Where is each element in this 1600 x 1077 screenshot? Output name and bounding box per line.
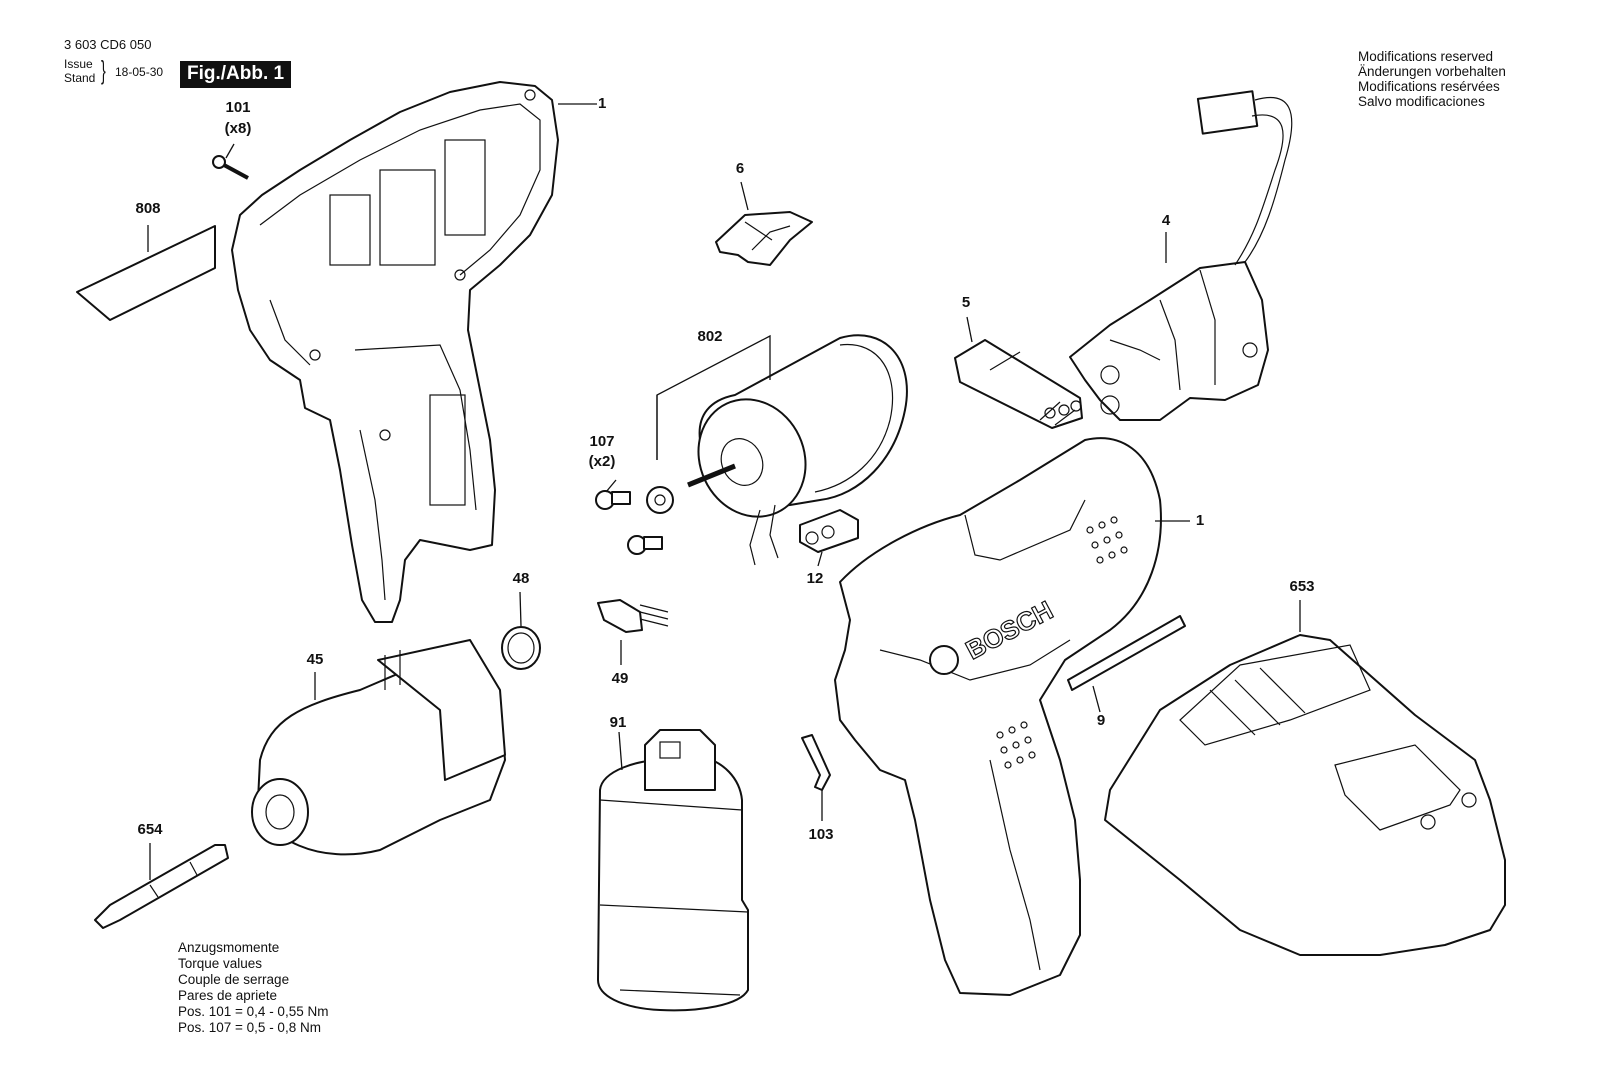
motor-part — [687, 334, 908, 566]
callout-49: 49 — [611, 670, 629, 687]
part-number: 3 603 CD6 050 — [64, 37, 152, 52]
modifications-line: Änderungen vorbehalten — [1358, 64, 1506, 79]
gearbox-part — [251, 639, 506, 856]
battery-pack — [597, 729, 749, 1012]
brace-glyph: } — [101, 55, 106, 85]
torque-line: Anzugsmomente — [178, 940, 280, 955]
callout-91: 91 — [609, 714, 627, 731]
callout-12: 12 — [806, 570, 824, 587]
pinion-gear — [646, 486, 674, 514]
bushing-part — [799, 509, 859, 553]
modifications-line: Salvo modificaciones — [1358, 94, 1485, 109]
slider-part — [954, 339, 1083, 429]
torque-line: Pos. 107 = 0,5 - 0,8 Nm — [178, 1020, 321, 1035]
torque-line: Couple de serrage — [178, 972, 290, 987]
stand-label: Stand — [64, 71, 96, 85]
callout-1-left-housing: 1 — [598, 95, 607, 112]
issue-date: 18-05-30 — [115, 65, 164, 79]
issue-label: Issue — [64, 57, 93, 71]
callout-4: 4 — [1161, 212, 1171, 229]
clip-part — [715, 211, 813, 266]
callout-101: 101 — [225, 99, 251, 116]
housing-right-half: BOSCH — [834, 437, 1162, 996]
torque-line: Torque values — [178, 956, 263, 971]
callout-9: 9 — [1096, 712, 1106, 729]
torque-line: Pos. 101 = 0,4 - 0,55 Nm — [178, 1004, 329, 1019]
switch-part — [1069, 90, 1293, 421]
screwdriver-bit — [94, 844, 229, 929]
screw-101 — [212, 155, 249, 180]
leader-lines — [147, 103, 1301, 880]
torque-line: Pares de apriete — [178, 988, 278, 1003]
callout-6: 6 — [735, 160, 745, 177]
callout-101-qty: (x8) — [224, 120, 252, 137]
led-part — [597, 599, 669, 633]
callout-48: 48 — [512, 570, 530, 587]
callout-808: 808 — [135, 200, 161, 217]
screw-107 — [595, 490, 663, 555]
callout-103: 103 — [808, 826, 834, 843]
callout-45: 45 — [306, 651, 324, 668]
label-sticker — [76, 225, 216, 321]
callout-5: 5 — [961, 294, 971, 311]
callout-654: 654 — [137, 821, 163, 838]
belt-hook — [801, 734, 831, 791]
housing-left-half — [231, 81, 559, 623]
modifications-line: Modifications reserved — [1358, 49, 1494, 64]
modifications-note: Modifications reserved Änderungen vorbeh… — [1358, 49, 1506, 109]
callout-653: 653 — [1289, 578, 1315, 595]
callout-1-right-housing: 1 — [1195, 512, 1205, 529]
strip-part — [1067, 615, 1186, 691]
figure-badge: Fig./Abb. 1 — [180, 61, 292, 88]
callout-107-qty: (x2) — [588, 453, 616, 470]
charger-part — [1104, 634, 1506, 956]
torque-note: Anzugsmomente Torque values Couple de se… — [178, 940, 328, 1036]
callout-107: 107 — [589, 433, 615, 450]
modifications-line: Modifications resérvées — [1358, 79, 1500, 94]
callout-802: 802 — [697, 328, 723, 345]
